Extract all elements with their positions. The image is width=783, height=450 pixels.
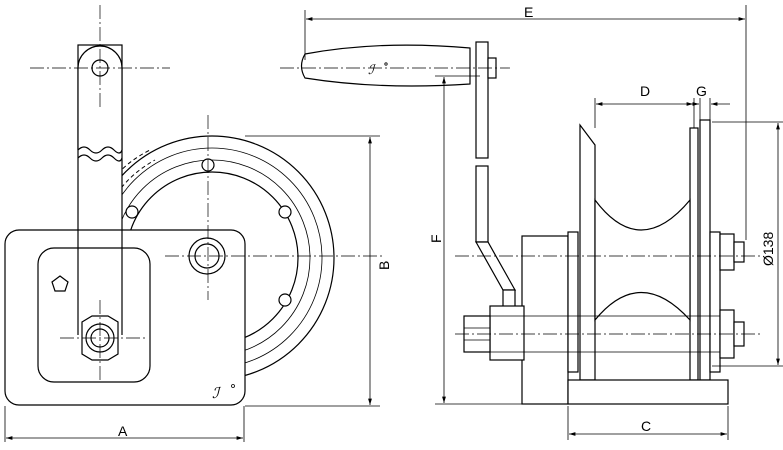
- logo-mark: ℐ: [212, 384, 222, 402]
- dimension-b: B: [245, 135, 392, 407]
- dim-label-c: C: [641, 418, 651, 434]
- dimension-a: A: [4, 406, 245, 442]
- shaft-bearing: [489, 305, 525, 361]
- outer-plate: [699, 119, 711, 381]
- nut-right-top: [719, 233, 735, 271]
- crank-bend: [474, 241, 517, 291]
- dim-label-g: G: [696, 83, 707, 99]
- dim-label-d: D: [640, 83, 650, 99]
- dim-label-b: B: [376, 261, 392, 270]
- handle-plate: [475, 41, 489, 159]
- front-view: ℐ: [4, 5, 385, 406]
- side-view: ℐ: [280, 41, 760, 405]
- logo-mark-handle: ℐ: [368, 63, 376, 78]
- dim-label-e: E: [524, 4, 533, 20]
- break-line: [77, 146, 123, 154]
- dimension-f: F: [428, 75, 522, 405]
- dim-label-f: F: [428, 234, 444, 243]
- inner-panel: [37, 247, 151, 383]
- dimension-g: G: [690, 83, 730, 120]
- drum-flange-right: [689, 127, 699, 381]
- bolt-hole: [125, 205, 139, 219]
- bolt-hole: [278, 293, 292, 307]
- dim-label-diameter: Ø138: [760, 232, 776, 266]
- gear-housing: [521, 235, 569, 405]
- drum-flange-left: [579, 123, 596, 381]
- break-line: [77, 154, 123, 162]
- dim-label-a: A: [118, 423, 128, 439]
- dimension-diameter: Ø138: [712, 121, 783, 367]
- drum-body: [594, 198, 691, 322]
- dimension-d: D: [594, 83, 695, 128]
- dimension-e: E: [304, 4, 747, 240]
- pentagon-screw-icon: [51, 275, 69, 292]
- base-foot: [567, 379, 729, 405]
- bolt-hole: [278, 205, 292, 219]
- dimension-c: C: [567, 406, 729, 440]
